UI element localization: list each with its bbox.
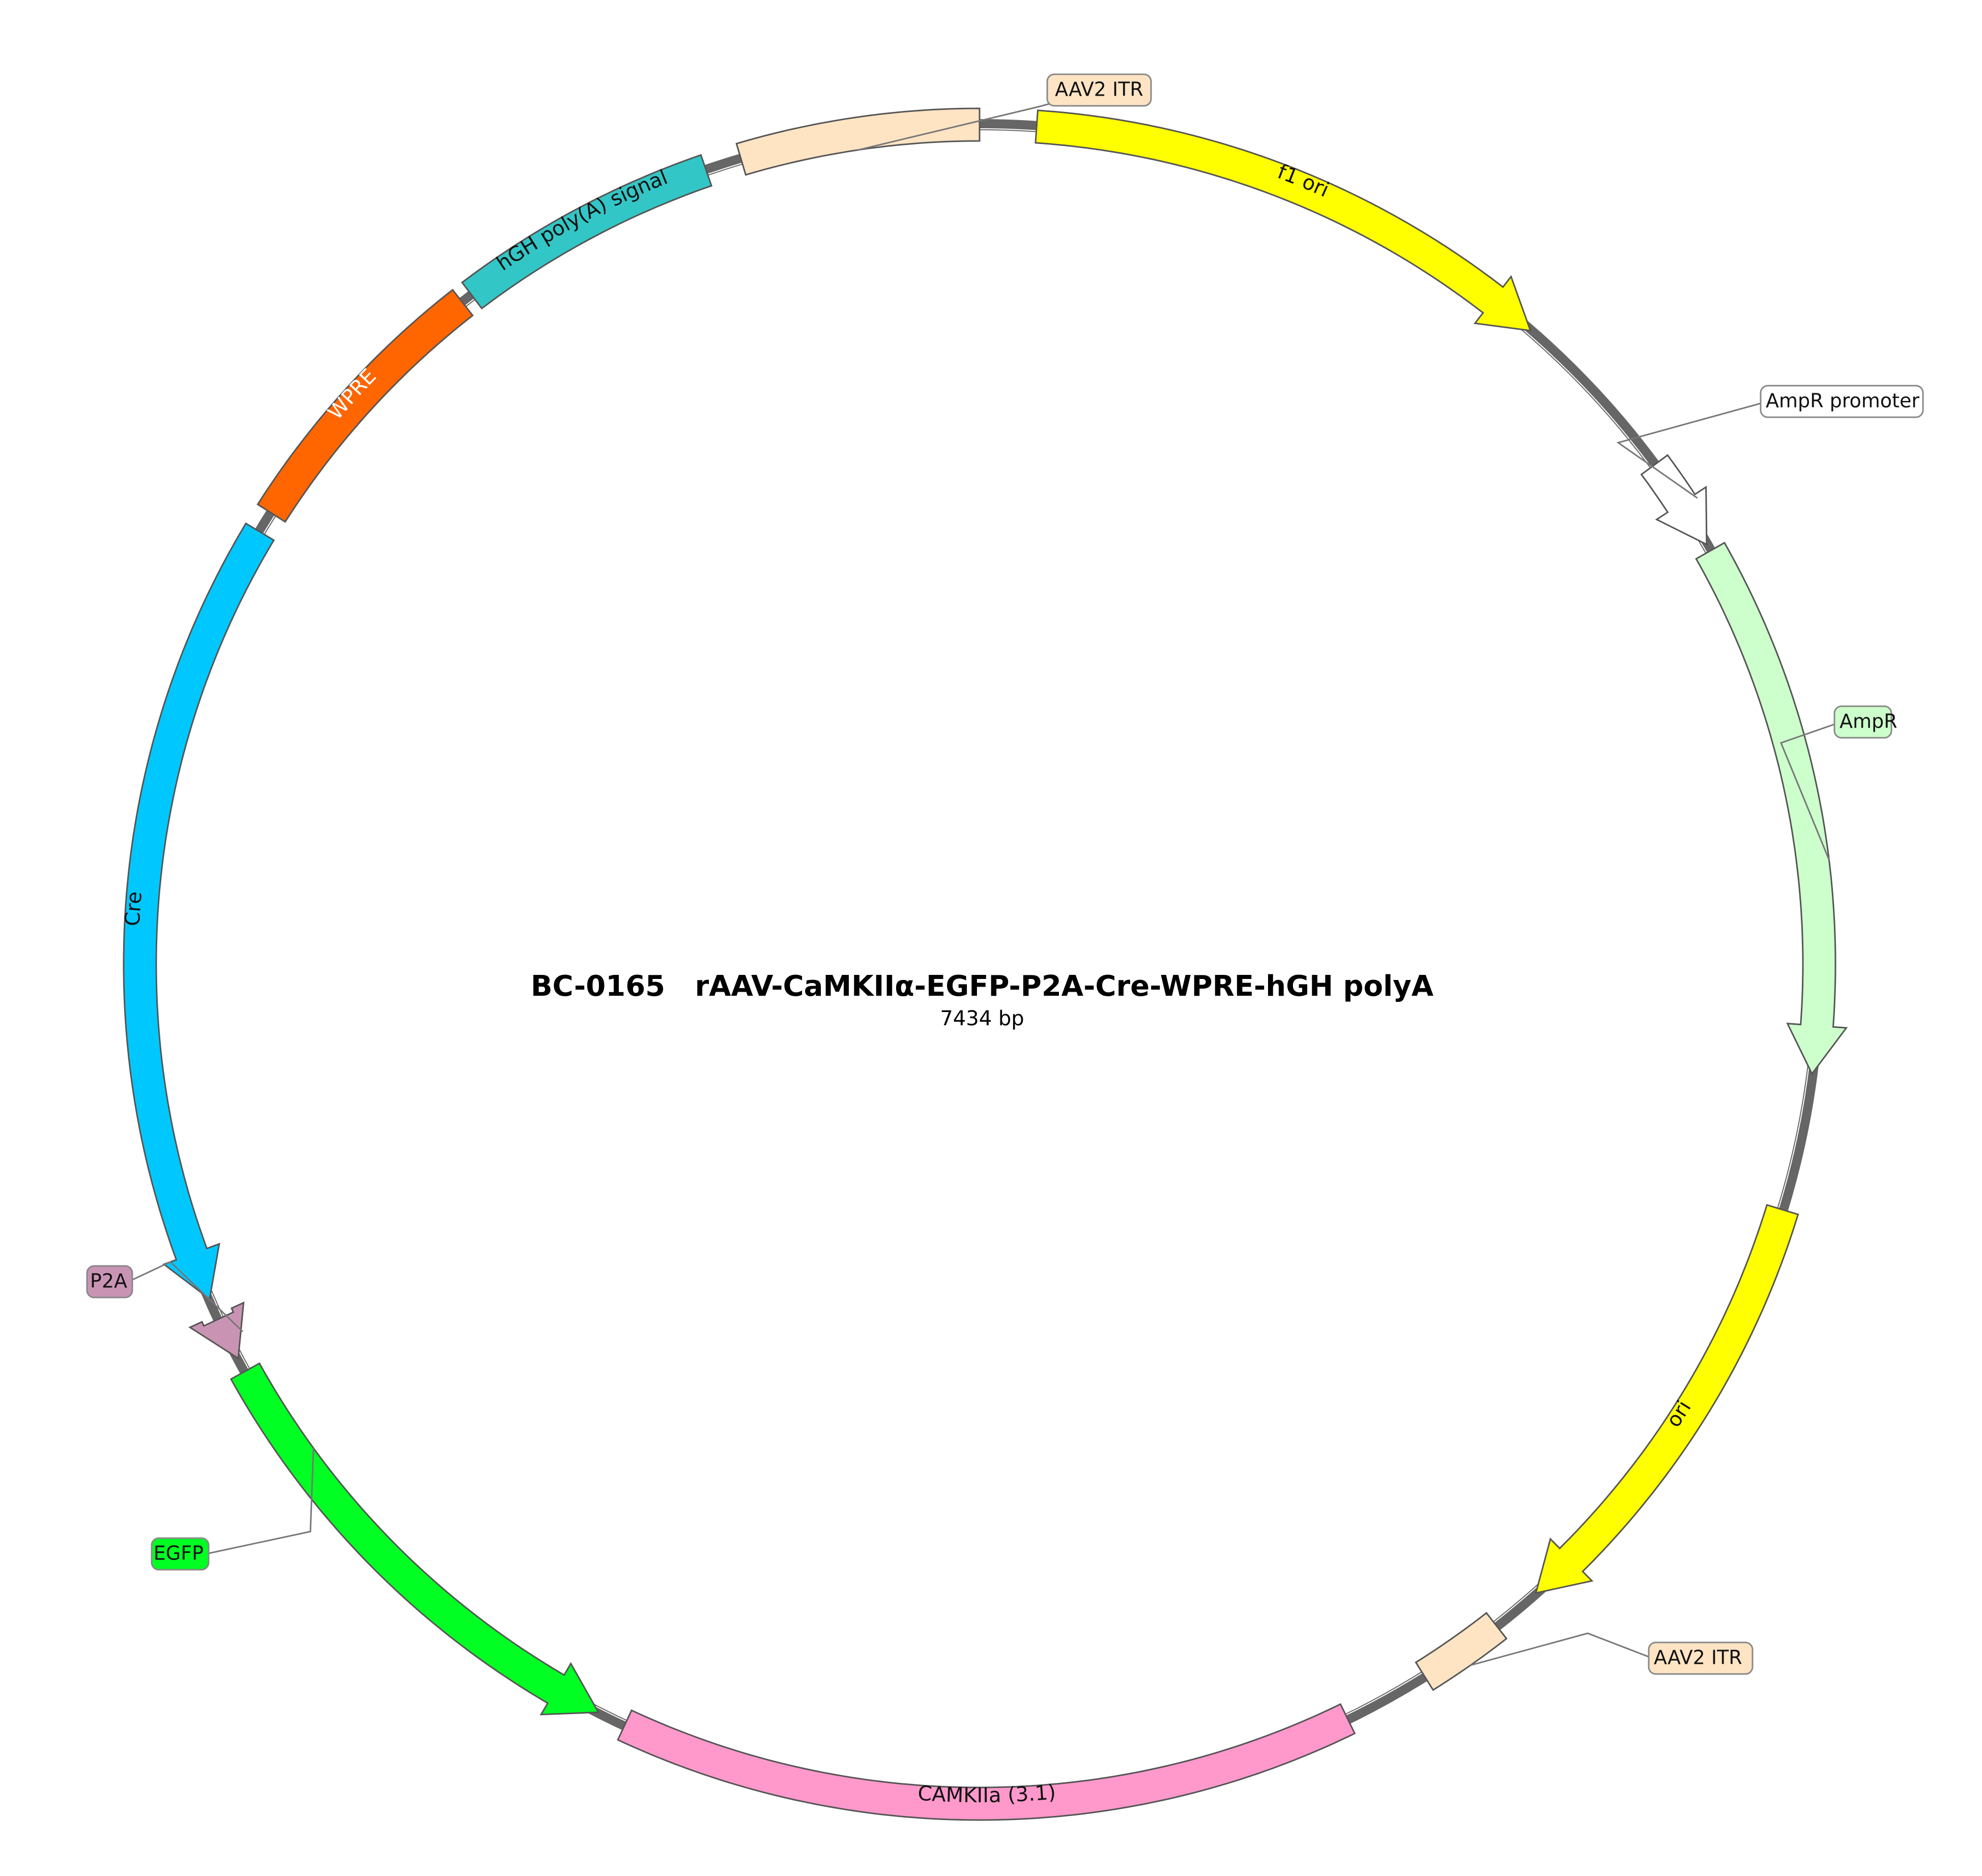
- aav2-itr-top-callout-label: AAV2 ITR: [1055, 78, 1143, 101]
- aav2-itr-bottom-arrow[interactable]: [1415, 1611, 1508, 1691]
- cre-label: Cre: [121, 890, 147, 927]
- ampr-callout-box: [1833, 705, 1892, 739]
- aav2-itr-top-callout-box: [1046, 73, 1152, 107]
- p2a-arrow[interactable]: [188, 1301, 245, 1360]
- feature-aav2-itr-top[interactable]: [735, 107, 981, 176]
- feature-cre[interactable]: Cre: [121, 522, 275, 1301]
- aav2-itr-bottom-leader-line: [1470, 1632, 1654, 1666]
- ampr-promoter-leader-line: [1616, 401, 1766, 499]
- p2a-leader-line: [127, 1261, 244, 1332]
- aav2-itr-bottom-callout: AAV2 ITR: [1470, 1632, 1754, 1675]
- feature-aav2-itr-bottom[interactable]: [1415, 1611, 1508, 1691]
- hgh-polya-arrow[interactable]: [461, 154, 713, 310]
- egfp-callout: EGFP: [151, 1448, 314, 1571]
- plasmid-title: BC-0165 rAAV-CaMKIIα-EGFP-P2A-Cre-WPRE-h…: [531, 970, 1434, 1003]
- plasmid-size: 7434 bp: [940, 1007, 1024, 1030]
- feature-p2a[interactable]: [188, 1301, 245, 1360]
- feature-ampr[interactable]: [1695, 541, 1848, 1076]
- wpre-arrow[interactable]: [256, 288, 474, 523]
- cre-arrow[interactable]: [123, 522, 275, 1301]
- camkiia-label: CAMKIIa (3.1): [917, 1780, 1057, 1807]
- feature-ori[interactable]: ori: [1535, 1204, 1799, 1594]
- aav2-itr-bottom-callout-label: AAV2 ITR: [1654, 1647, 1742, 1669]
- f1-ori-arrow[interactable]: [1035, 109, 1532, 332]
- egfp-leader-line: [203, 1448, 314, 1555]
- ampr-leader-line: [1780, 721, 1840, 860]
- aav2-itr-bottom-callout-box: [1648, 1641, 1754, 1675]
- ampr-promoter-callout-label: AmpR promoter: [1766, 390, 1919, 412]
- egfp-callout-box: [151, 1537, 210, 1571]
- egfp-callout-label: EGFP: [154, 1542, 204, 1565]
- center-label: BC-0165 rAAV-CaMKIIα-EGFP-P2A-Cre-WPRE-h…: [531, 970, 1434, 1030]
- ampr-promoter-arrow[interactable]: [1640, 454, 1708, 546]
- p2a-callout-box: [86, 1265, 133, 1298]
- p2a-callout-label: P2A: [90, 1270, 127, 1292]
- aav2-itr-top-arrow[interactable]: [735, 107, 981, 176]
- feature-wpre[interactable]: WPRE: [256, 288, 474, 523]
- ori-arrow[interactable]: [1535, 1204, 1799, 1594]
- feature-camkiia[interactable]: CAMKIIa (3.1): [617, 1703, 1356, 1821]
- egfp-arrow[interactable]: [229, 1362, 600, 1716]
- ampr-callout-label: AmpR: [1840, 710, 1898, 733]
- p2a-callout: P2A: [86, 1261, 244, 1332]
- feature-egfp[interactable]: [229, 1362, 600, 1716]
- ampr-callout: AmpR: [1780, 705, 1898, 860]
- camkiia-arrow[interactable]: [617, 1703, 1356, 1821]
- feature-hgh-polya[interactable]: hGH poly(A) signal: [461, 154, 713, 310]
- feature-f1-ori[interactable]: f1 ori: [1035, 109, 1532, 332]
- ampr-promoter-callout: AmpR promoter: [1616, 385, 1924, 499]
- feature-ampr-promoter[interactable]: [1640, 454, 1708, 546]
- aav2-itr-top-callout: AAV2 ITR: [857, 73, 1152, 151]
- ampr-promoter-callout-box: [1760, 385, 1924, 418]
- hgh-polya-label: hGH poly(A) signal: [493, 165, 671, 275]
- ampr-arrow[interactable]: [1695, 541, 1848, 1076]
